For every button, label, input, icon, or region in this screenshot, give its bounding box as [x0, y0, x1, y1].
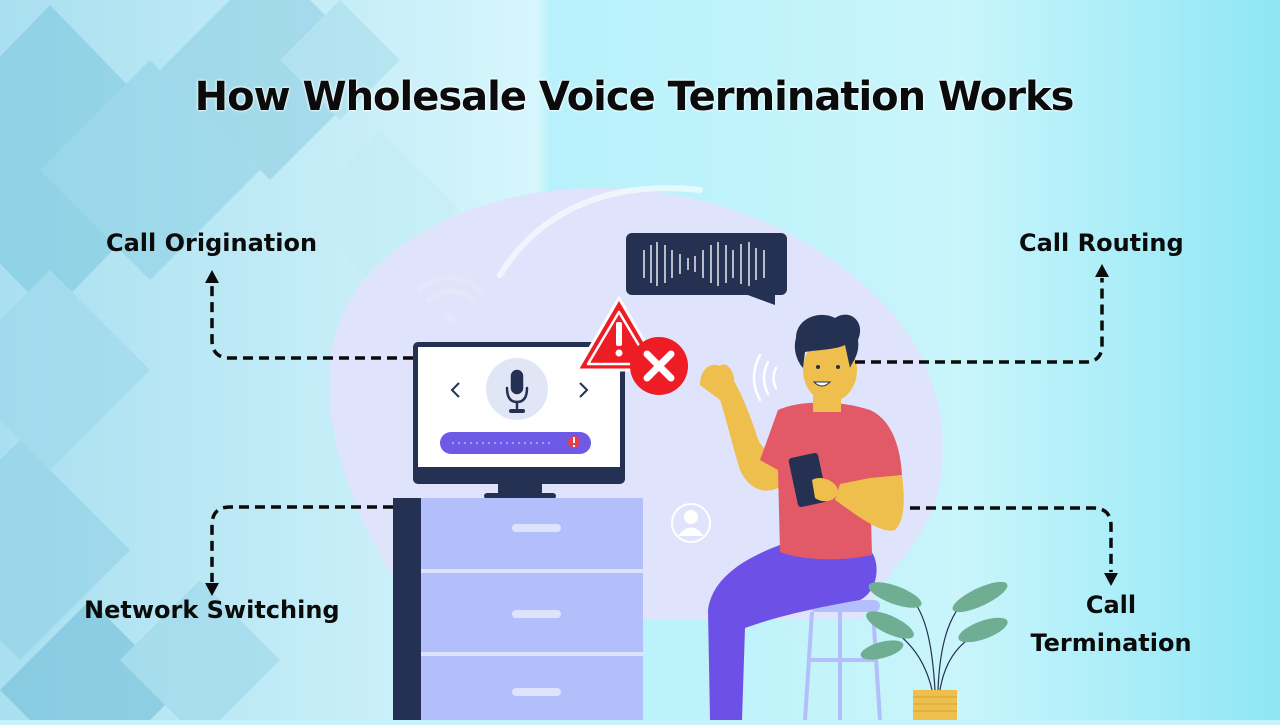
monitor	[413, 342, 625, 499]
connector-network-switching	[210, 505, 393, 582]
error-x-icon	[630, 337, 688, 395]
step-label-call-origination: Call Origination	[106, 229, 318, 257]
background-diamonds	[0, 0, 460, 725]
sound-waves-icon	[752, 353, 778, 402]
cabinet	[393, 498, 643, 720]
chevron-right-icon	[579, 382, 589, 398]
wifi-icon	[417, 275, 483, 323]
arrow-up-icon	[205, 270, 219, 283]
step-label-call-routing: Call Routing	[1019, 229, 1184, 257]
voice-waveform-bubble-icon	[626, 233, 787, 305]
connector-call-origination	[210, 285, 413, 360]
progress-bar	[440, 432, 591, 454]
chevron-left-icon	[450, 382, 460, 398]
connector-call-routing	[855, 278, 1104, 364]
page-title: How Wholesale Voice Termination Works	[194, 74, 1075, 120]
person-illustration	[700, 314, 904, 720]
arrow-down-icon	[1104, 573, 1118, 586]
step-label-call-termination: Call Termination	[1020, 586, 1202, 662]
step-label-call-termination-line1: Call	[1085, 591, 1137, 619]
step-label-network-switching: Network Switching	[84, 596, 340, 624]
arrow-up-icon	[1095, 264, 1109, 277]
connector-call-termination	[910, 506, 1113, 572]
microphone-icon	[505, 369, 529, 413]
arrow-down-icon	[205, 583, 219, 596]
user-profile-icon	[671, 503, 711, 543]
step-label-call-termination-line2: Termination	[1030, 629, 1192, 657]
potted-plant-icon	[860, 581, 1008, 720]
stool	[803, 600, 882, 721]
